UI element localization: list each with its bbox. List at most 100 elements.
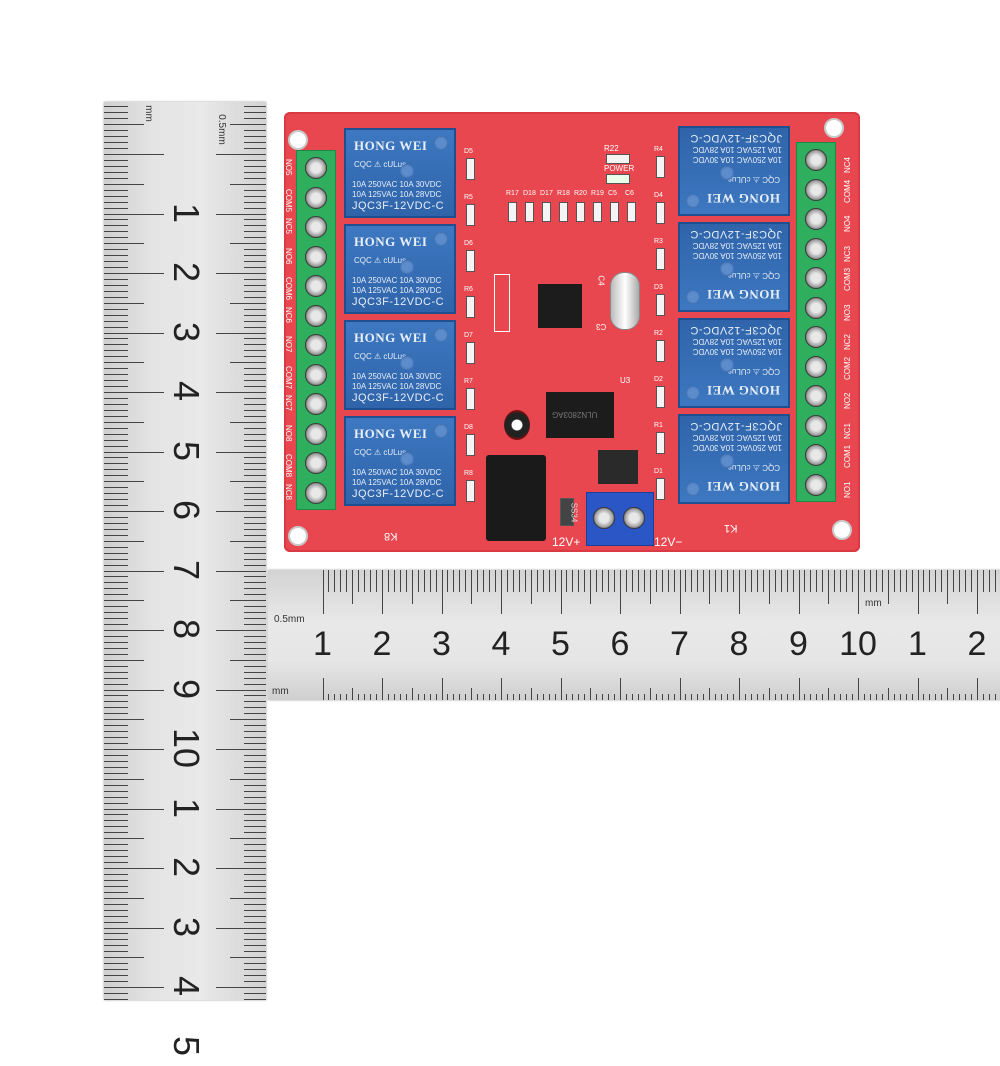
ruler-number: 10: [839, 625, 877, 663]
relay-cert: CQC ⚠ cULus: [727, 271, 780, 280]
ruler-number: 2: [166, 261, 207, 283]
silk-c4: C4: [596, 275, 606, 286]
relay-k1: HONG WEI CQC ⚠ cULus 10A 250VAC 10A 30VD…: [678, 414, 790, 504]
terminal-screw-no6[interactable]: [305, 245, 327, 268]
silk-label: R3: [654, 238, 663, 245]
ruler-number: 7: [670, 625, 689, 663]
terminal-screw-com1[interactable]: [805, 444, 827, 466]
terminal-screw-no8[interactable]: [305, 422, 327, 445]
silk-label: C6: [625, 190, 634, 197]
silk-label: R19: [591, 190, 604, 197]
ruler-number: 3: [166, 916, 207, 937]
ruler-number: 1: [908, 625, 927, 663]
silk-label: C5: [608, 190, 617, 197]
smd-component: [466, 434, 475, 456]
relay-k2: HONG WEI CQC ⚠ cULus 10A 250VAC 10A 30VD…: [678, 318, 790, 408]
terminal-screw-nc8[interactable]: [305, 481, 327, 504]
terminal-screw-com2[interactable]: [805, 355, 827, 378]
relay-spec: 10A 125VAC 10A 28VDC: [692, 145, 782, 154]
relay-spec: 10A 125VAC 10A 28VDC: [352, 286, 442, 295]
terminal-screw-nc1[interactable]: [805, 414, 827, 437]
silk-label: D1: [654, 468, 663, 475]
terminal-screw-com3[interactable]: [805, 267, 827, 289]
relay-model: JQC3F-12VDC-C: [689, 132, 782, 144]
smd-component: [656, 202, 665, 224]
terminal-screw-com8[interactable]: [305, 452, 327, 474]
terminal-screw-nc5[interactable]: [305, 216, 327, 238]
screw-plus[interactable]: [593, 507, 615, 529]
silk-label: R2: [654, 330, 663, 337]
terminal-screw-no3[interactable]: [805, 296, 827, 319]
relay-model: JQC3F-12VDC-C: [352, 392, 445, 404]
programming-header: [494, 274, 510, 332]
terminal-screw-no4[interactable]: [805, 208, 827, 230]
terminal-screw-nc3[interactable]: [805, 237, 827, 260]
relay-k8: HONG WEI CQC ⚠ cULus 10A 250VAC 10A 30VD…: [344, 416, 456, 506]
terminal-screw-no2[interactable]: [805, 385, 827, 407]
smd-component: [656, 340, 665, 362]
terminal-label: NC6: [284, 306, 293, 323]
relay-spec: 10A 125VAC 10A 28VDC: [352, 478, 442, 487]
electrolytic-capacitor: [504, 410, 530, 440]
relay-spec: 10A 250VAC 10A 30VDC: [692, 155, 782, 164]
power-screw-terminal[interactable]: [586, 492, 654, 546]
smd-component: [466, 250, 475, 272]
relay-spec: 10A 250VAC 10A 30VDC: [352, 180, 442, 189]
terminal-screw-com5[interactable]: [305, 186, 327, 209]
ruler-number: 3: [432, 625, 451, 663]
relay-board-pcb: HONG WEI CQC ⚠ cULus 10A 250VAC 10A 30VD…: [284, 112, 860, 552]
terminal-screw-no7[interactable]: [305, 334, 327, 356]
ruler-number: 7: [166, 559, 207, 580]
silk-c3: C3: [596, 322, 607, 331]
relay-k4: HONG WEI CQC ⚠ cULus 10A 250VAC 10A 30VD…: [678, 126, 790, 216]
relay-brand: HONG WEI: [354, 330, 428, 345]
silk-label: R7: [464, 378, 473, 385]
relay-model: JQC3F-12VDC-C: [689, 420, 782, 432]
relay-brand: HONG WEI: [354, 234, 428, 249]
smd-component: [656, 248, 665, 270]
terminal-label: NO6: [284, 247, 293, 264]
smd-component: [466, 158, 475, 180]
relay-k6: HONG WEI CQC ⚠ cULus 10A 250VAC 10A 30VD…: [344, 224, 456, 314]
terminal-screw-com4[interactable]: [805, 178, 827, 201]
ruler-number: 1: [166, 202, 207, 223]
relay-cert: CQC ⚠ cULus: [354, 448, 407, 457]
terminal-screw-com7[interactable]: [305, 363, 327, 386]
silk-label: D3: [654, 284, 663, 291]
smd-component: [656, 478, 665, 500]
terminal-screw-nc7[interactable]: [305, 393, 327, 415]
ruler-number: 2: [967, 625, 987, 663]
relay-model: JQC3F-12VDC-C: [689, 324, 782, 336]
ruler-number: 4: [166, 975, 207, 997]
terminal-screw-nc2[interactable]: [805, 326, 827, 348]
terminal-screw-no5[interactable]: [305, 157, 327, 179]
silk-label: R6: [464, 286, 473, 293]
mounting-hole: [288, 526, 308, 546]
terminal-label: COM5: [284, 188, 293, 212]
ruler-number: 2: [166, 856, 207, 878]
screw-minus[interactable]: [623, 507, 645, 529]
diode-marking: SS34: [569, 502, 579, 523]
terminal-screw-nc4[interactable]: [805, 149, 827, 171]
relay-spec: 10A 125VAC 10A 28VDC: [692, 337, 782, 346]
smd-component: [508, 202, 517, 222]
smd-component: [466, 296, 475, 318]
silk-label: R8: [464, 470, 473, 477]
terminal-screw-nc6[interactable]: [305, 304, 327, 327]
relay-brand: HONG WEI: [706, 479, 780, 494]
ruler-unit-label: mm: [142, 105, 154, 122]
terminal-screw-com6[interactable]: [305, 275, 327, 297]
terminal-label: NO7: [284, 336, 293, 353]
smd-component: [466, 342, 475, 364]
ruler-number: 10: [166, 728, 207, 769]
terminal-screw-no1[interactable]: [805, 473, 827, 496]
ruler-number: 1: [313, 625, 332, 663]
relay-model: JQC3F-12VDC-C: [352, 200, 445, 212]
dc-power-jack[interactable]: [486, 455, 546, 541]
ruler-number: 9: [789, 625, 808, 663]
diode-ss34: [560, 498, 574, 526]
silk-label: D8: [464, 424, 473, 431]
